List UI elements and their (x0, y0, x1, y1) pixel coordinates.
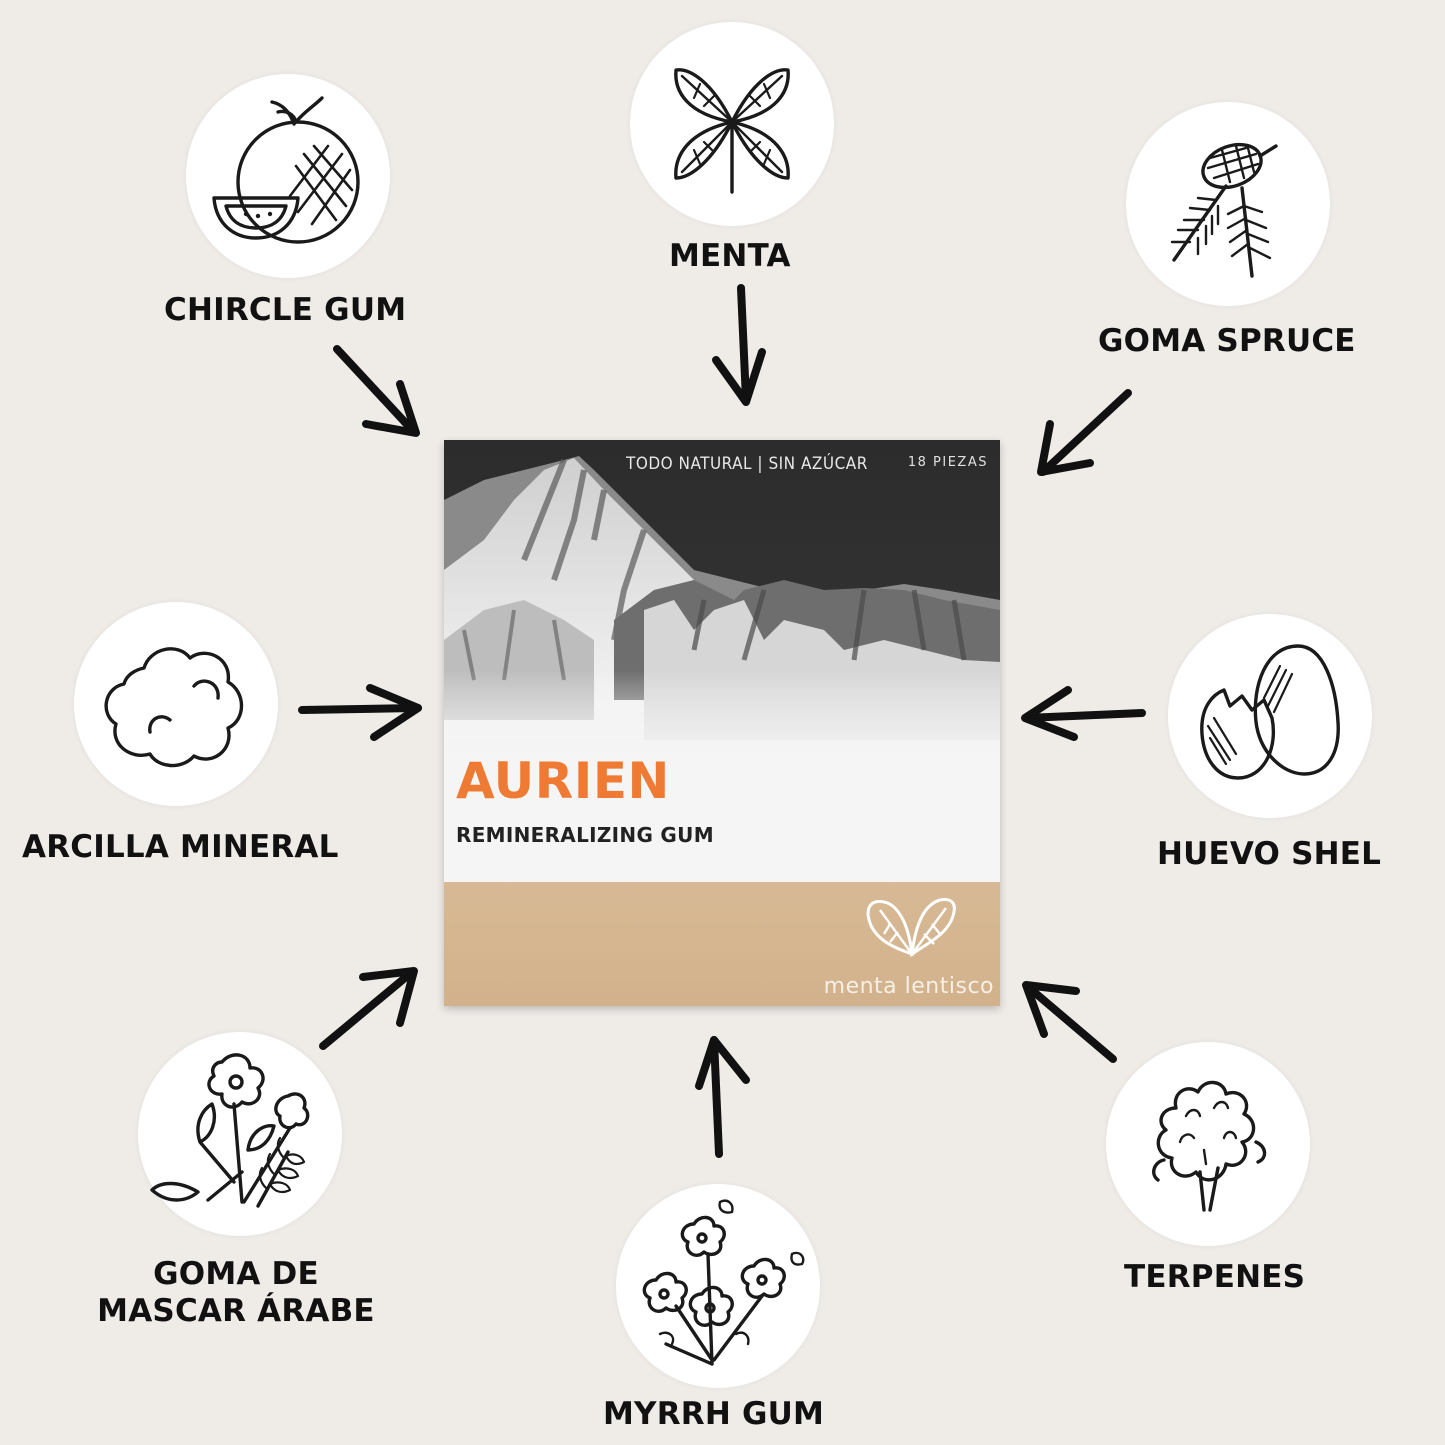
ingredient-label-menta: MENTA (669, 238, 791, 274)
ingredient-label-chircle: CHIRCLE GUM (164, 292, 407, 328)
product-pieces: 18 PIEZAS (907, 455, 988, 470)
ingredient-circle-spruce (1126, 102, 1330, 306)
product-box: TODO NATURAL | SIN AZÚCAR 18 PIEZAS AURI… (444, 440, 1000, 1006)
ingredient-label-goma-arabe-line2: MASCAR ÁRABE (97, 1293, 375, 1329)
terpene-plant-icon (1152, 1080, 1267, 1212)
flower-bouquet-icon (150, 1053, 310, 1208)
mint-leaf-logo-icon (866, 898, 956, 958)
ingredient-circle-arcilla (74, 602, 278, 806)
ingredient-circle-menta (630, 22, 834, 226)
mint-leaves-icon (674, 68, 790, 194)
product-brand: AURIEN (456, 752, 670, 810)
product-kraft-band: menta lentisco (444, 882, 1000, 1006)
ingredient-label-terpenes: TERPENES (1124, 1259, 1306, 1295)
ingredient-circle-terpenes (1106, 1042, 1310, 1246)
clay-cloud-icon (104, 647, 244, 768)
myrrh-flowers-icon (642, 1199, 805, 1366)
ingredient-label-arcilla: ARCILLA MINERAL (22, 829, 339, 865)
ingredient-label-goma-arabe: GOMA DE MASCAR ÁRABE (97, 1256, 375, 1330)
ingredient-circle-myrrh (616, 1184, 820, 1388)
arrow-myrrh (695, 1036, 750, 1158)
spruce-cone-icon (1170, 142, 1278, 278)
melon-icon (212, 96, 360, 244)
ingredient-label-huevo: HUEVO SHEL (1157, 836, 1382, 872)
ingredient-circle-chircle (186, 74, 390, 278)
arrow-menta (712, 284, 766, 406)
arrow-spruce (1037, 389, 1132, 476)
product-top-text: TODO NATURAL | SIN AZÚCAR (626, 454, 868, 474)
arrow-terpenes (1022, 981, 1117, 1063)
arrow-chircle (333, 345, 420, 437)
snowy-mountain-photo (444, 440, 1000, 882)
mountain-illustration (444, 440, 1000, 882)
arrow-huevo (1021, 686, 1146, 741)
eggshell-icon (1200, 644, 1340, 780)
ingredient-label-spruce: GOMA SPRUCE (1098, 323, 1356, 359)
ingredient-circle-huevo (1168, 614, 1372, 818)
ingredient-circle-goma-arabe (138, 1032, 342, 1236)
ingredient-label-goma-arabe-line1: GOMA DE (153, 1256, 319, 1292)
ingredient-label-myrrh: MYRRH GUM (603, 1396, 825, 1432)
product-subtitle: REMINERALIZING GUM (456, 823, 714, 847)
product-maker: menta lentisco (823, 974, 994, 999)
arrow-arcilla (298, 684, 422, 741)
